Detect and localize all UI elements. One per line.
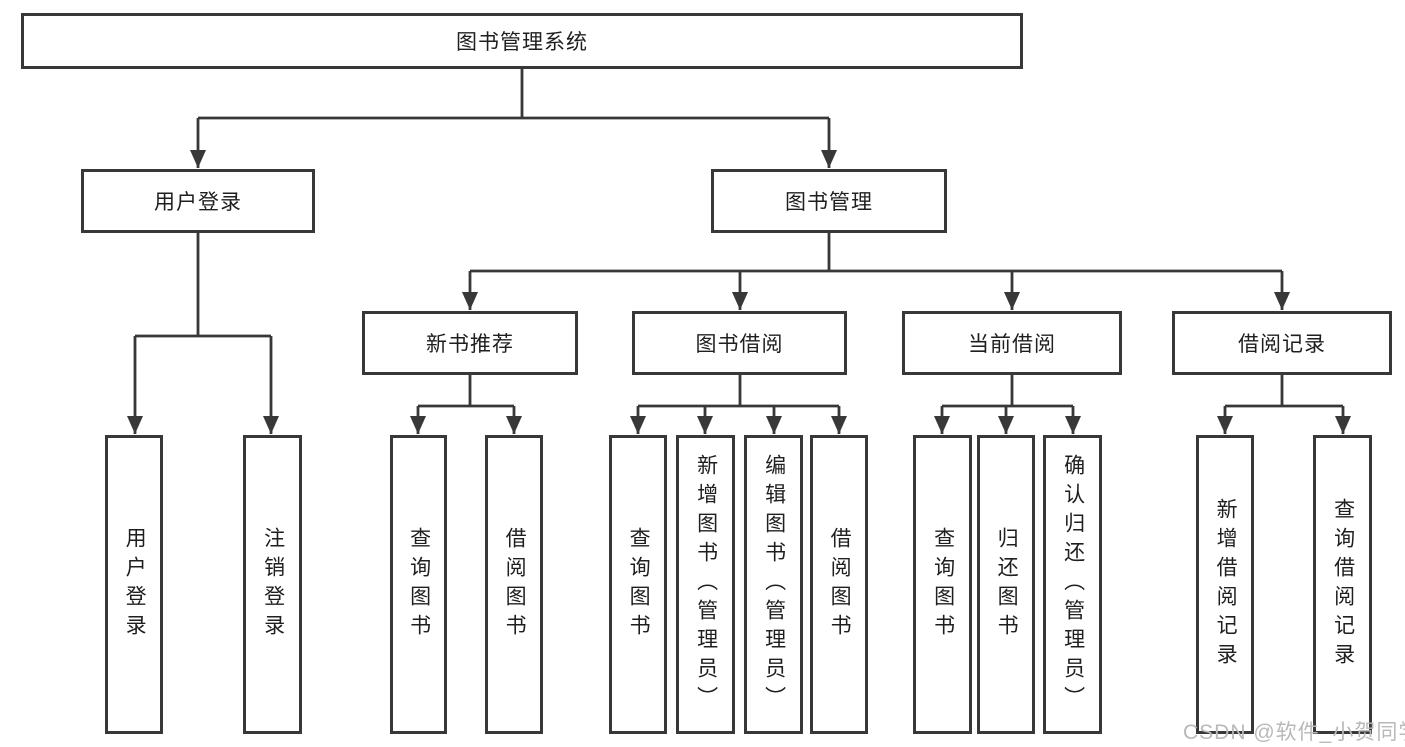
node-leaf-borrow-books-recommend: 借阅图书 [485, 435, 543, 734]
leaf-label: 用户登录 [123, 526, 147, 643]
node-root: 图书管理系统 [21, 13, 1023, 69]
leaf-label: 借阅图书 [503, 526, 527, 643]
node-leaf-add-borrow-record: 新增借阅记录 [1196, 435, 1254, 734]
leaf-label: 注销登录 [261, 526, 285, 643]
connector-book-borrow-branch [630, 375, 847, 434]
connector-root-to-level2 [190, 69, 837, 168]
leaf-label: 查询图书 [627, 526, 651, 643]
leaf-label: 借阅图书 [828, 526, 852, 643]
node-leaf-query-books-recommend: 查询图书 [390, 435, 447, 734]
node-book-management: 图书管理 [711, 169, 947, 233]
leaf-label: 编辑图书（管理员） [762, 454, 786, 715]
node-leaf-edit-book-admin: 编辑图书（管理员） [744, 435, 803, 734]
leaf-label: 查询借阅记录 [1331, 497, 1355, 672]
node-leaf-confirm-return-admin: 确认归还（管理员） [1043, 435, 1102, 734]
node-book-borrowing: 图书借阅 [632, 311, 847, 375]
connector-current-borrow-branch [934, 375, 1081, 434]
node-user-login: 用户登录 [81, 169, 315, 233]
connector-book-mgmt-branch [462, 233, 1290, 310]
node-leaf-query-borrow-record: 查询借阅记录 [1313, 435, 1372, 734]
node-borrowing-records: 借阅记录 [1172, 311, 1392, 375]
node-current-borrowing: 当前借阅 [902, 311, 1122, 375]
csdn-watermark: CSDN @软件_小贺同学 [1183, 721, 1405, 744]
leaf-label: 归还图书 [995, 526, 1019, 643]
node-leaf-borrow-books: 借阅图书 [810, 435, 868, 734]
leaf-label: 新增借阅记录 [1214, 497, 1238, 672]
leaf-label: 确认归还（管理员） [1061, 454, 1085, 715]
node-leaf-query-books-current: 查询图书 [913, 435, 972, 734]
connector-user-login-branch [127, 233, 279, 434]
node-leaf-return-book: 归还图书 [977, 435, 1035, 734]
node-new-book-recommendation: 新书推荐 [362, 311, 578, 375]
connector-new-book-rec-branch [410, 375, 522, 434]
leaf-label: 查询图书 [407, 526, 431, 643]
node-leaf-logout: 注销登录 [243, 435, 302, 734]
node-leaf-query-books-borrowing: 查询图书 [609, 435, 667, 734]
connector-borrow-records-branch [1217, 375, 1351, 434]
leaf-label: 新增图书（管理员） [694, 454, 718, 715]
node-leaf-user-login: 用户登录 [105, 435, 163, 734]
leaf-label: 查询图书 [931, 526, 955, 643]
node-leaf-add-book-admin: 新增图书（管理员） [676, 435, 735, 734]
